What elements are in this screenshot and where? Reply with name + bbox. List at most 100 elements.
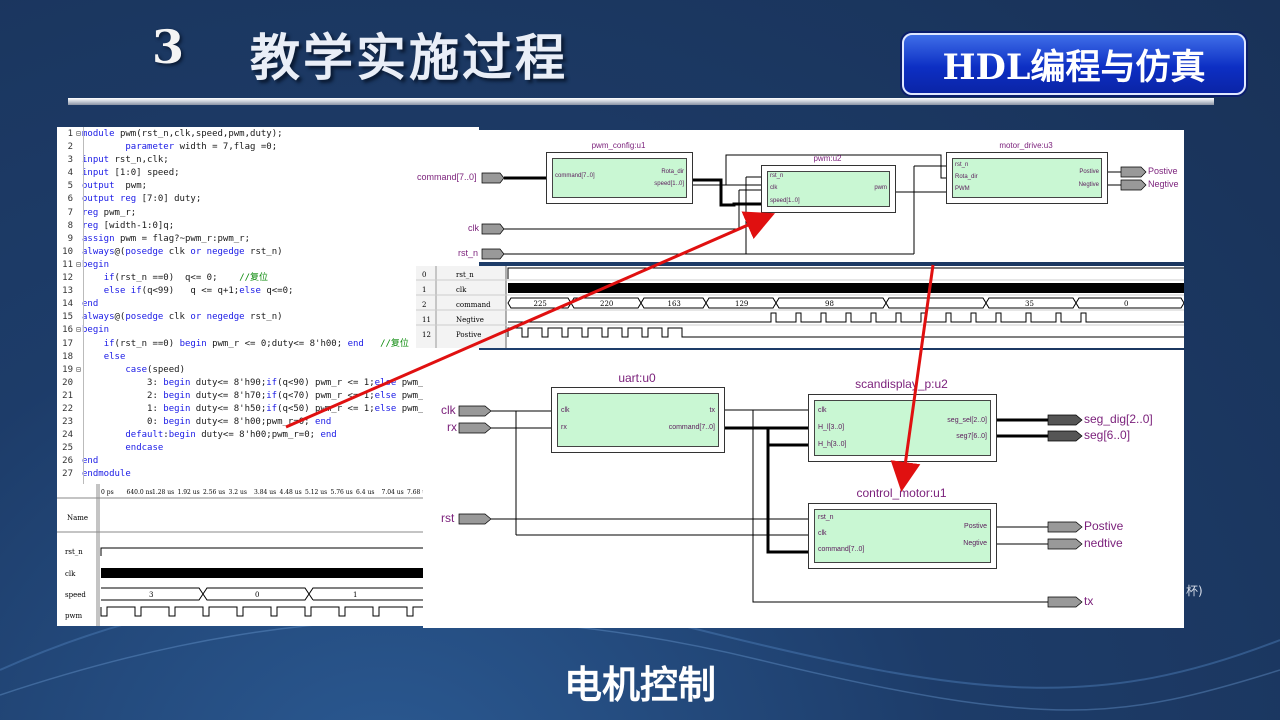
block-title: motor_drive:u3 [999, 141, 1053, 150]
output-negtive: Negtive [1148, 179, 1179, 189]
code-line: 12 if(rst_n ==0) q<= 0; //复位 [57, 271, 479, 284]
code-text: begin [82, 325, 110, 336]
signal-name: pwm [65, 612, 82, 620]
code-line: 4 input [1:0] speed; [57, 166, 479, 179]
code-line: 15 always@(posedge clk or negedge rst_n) [57, 310, 479, 323]
fold-icon[interactable]: ⊟ [76, 364, 81, 374]
port-label: seg7[6..0] [956, 433, 987, 440]
code-text: input [1:0] speed; [82, 168, 180, 179]
port-label: Rota_dir [661, 169, 684, 175]
code-text: input rst_n,clk; [82, 155, 169, 166]
output-postive: Postive [1148, 166, 1178, 176]
code-text: if(rst_n ==0) begin pwm_r <= 0;duty<= 8'… [103, 338, 409, 349]
code-text: parameter width = 7,flag =0; [125, 142, 278, 153]
output-seg-dig: seg_dig[2..0] [1084, 412, 1153, 426]
code-line: 8 reg [width-1:0]q; [57, 219, 479, 232]
port-label: rst_n [770, 173, 784, 179]
signal-name: Negtive [456, 316, 484, 324]
input-rx: rx [447, 420, 457, 434]
code-text: 3: begin duty<= 8'h90;if(q<90) pwm_r <= … [82, 377, 429, 388]
bus-value: 220 [600, 300, 613, 308]
row-index: 12 [422, 331, 431, 339]
line-number: 26 [62, 456, 73, 467]
code-text: output pwm; [82, 181, 148, 192]
arrow-to-control-motor [890, 264, 935, 492]
code-text: begin [82, 259, 110, 270]
line-number: 19 [62, 364, 73, 375]
line-number: 27 [62, 469, 73, 480]
code-line: 3 input rst_n,clk; [57, 153, 479, 166]
time-tick: 2.56 us [203, 489, 225, 496]
output-nedtive: nedtive [1084, 536, 1123, 550]
code-line: 25 endcase [57, 441, 479, 454]
input-command: command[7..0] [417, 172, 477, 182]
time-tick: 5.76 us [331, 489, 353, 496]
code-line: 6 output reg [7:0] duty; [57, 192, 479, 205]
code-line: 13 else if(q<99) q <= q+1;else q<=0; [57, 284, 479, 297]
bus-value: 0 [255, 591, 259, 599]
fold-icon[interactable]: ⊟ [76, 129, 81, 138]
port-label: rst_n [955, 162, 969, 168]
block-title: scandisplay_p:u2 [855, 377, 948, 391]
line-number: 11 [62, 259, 73, 270]
block-control-motor: rst_n clk command[7..0] Postive Negtive [808, 503, 997, 569]
line-number: 6 [67, 194, 73, 205]
line-number: 22 [62, 403, 73, 414]
signal-name: rst_n [65, 548, 83, 556]
port-label: command[7..0] [668, 424, 715, 431]
text-fragment: 杯) [1186, 584, 1203, 598]
code-text: assign pwm = flag?~pwm_r:pwm_r; [82, 233, 251, 244]
slide-number: 3 [152, 20, 185, 74]
code-lines: 1⊟module pwm(rst_n,clk,speed,pwm,duty);2… [57, 127, 479, 481]
line-number: 5 [67, 181, 73, 192]
code-text: always@(posedge clk or negedge rst_n) [82, 312, 283, 323]
schematic-top-svg [481, 154, 1147, 260]
line-number: 3 [67, 155, 73, 166]
signal-name: clk [456, 286, 467, 294]
code-line: 18 else [57, 350, 479, 363]
line-number: 23 [62, 417, 73, 428]
port-label: Rota_dir [955, 174, 978, 180]
line-number: 24 [62, 430, 73, 441]
code-line: 9 assign pwm = flag?~pwm_r:pwm_r; [57, 232, 479, 245]
port-label: PWM [955, 186, 970, 192]
bus-value: 129 [735, 300, 748, 308]
row-index: 0 [422, 271, 426, 279]
time-tick: 3.2 us [229, 489, 247, 496]
time-tick: 7.04 us [382, 489, 404, 496]
port-label: seg_sel[2..0] [947, 417, 987, 424]
block-pwm: rst_n clk speed[1..0] pwm [761, 165, 896, 213]
fold-icon[interactable]: ⊟ [76, 259, 81, 269]
code-text: if(rst_n ==0) q<= 0; //复位 [103, 273, 269, 284]
signal-name: rst_n [456, 271, 474, 279]
time-tick: 3.84 us [254, 489, 276, 496]
output-seg: seg[6..0] [1084, 428, 1131, 442]
input-rst: rst [441, 511, 455, 525]
bus-value: 0 [1124, 300, 1128, 308]
time-tick: 1.28 us [152, 489, 174, 496]
line-number: 16 [62, 325, 73, 336]
port-label: speed[1..0] [654, 181, 684, 187]
code-line: 26 end [57, 454, 479, 467]
line-number: 12 [62, 273, 73, 284]
row-index: 1 [422, 286, 426, 294]
line-number: 7 [67, 207, 73, 218]
line-number: 8 [67, 220, 73, 231]
signal-name: command [456, 301, 491, 309]
code-text: end [82, 299, 99, 310]
port-label: H_h[3..0] [818, 441, 847, 448]
time-tick: 0 ps [101, 489, 114, 496]
fold-icon[interactable]: ⊟ [76, 325, 81, 335]
port-label: command[7..0] [555, 173, 595, 179]
time-tick: 6.4 us [356, 489, 374, 496]
signal-name: Postive [456, 331, 481, 339]
code-text: 2: begin duty<= 8'h70;if(q<70) pwm_r <= … [82, 390, 429, 401]
output-postive: Postive [1084, 519, 1124, 533]
code-line: 21 2: begin duty<= 8'h70;if(q<70) pwm_r … [57, 389, 479, 402]
port-label: speed[1..0] [770, 198, 800, 204]
code-line: 24 default:begin duty<= 8'h00;pwm_r=0; e… [57, 428, 479, 441]
line-number: 2 [67, 142, 73, 153]
bus-value: 35 [1025, 300, 1034, 308]
